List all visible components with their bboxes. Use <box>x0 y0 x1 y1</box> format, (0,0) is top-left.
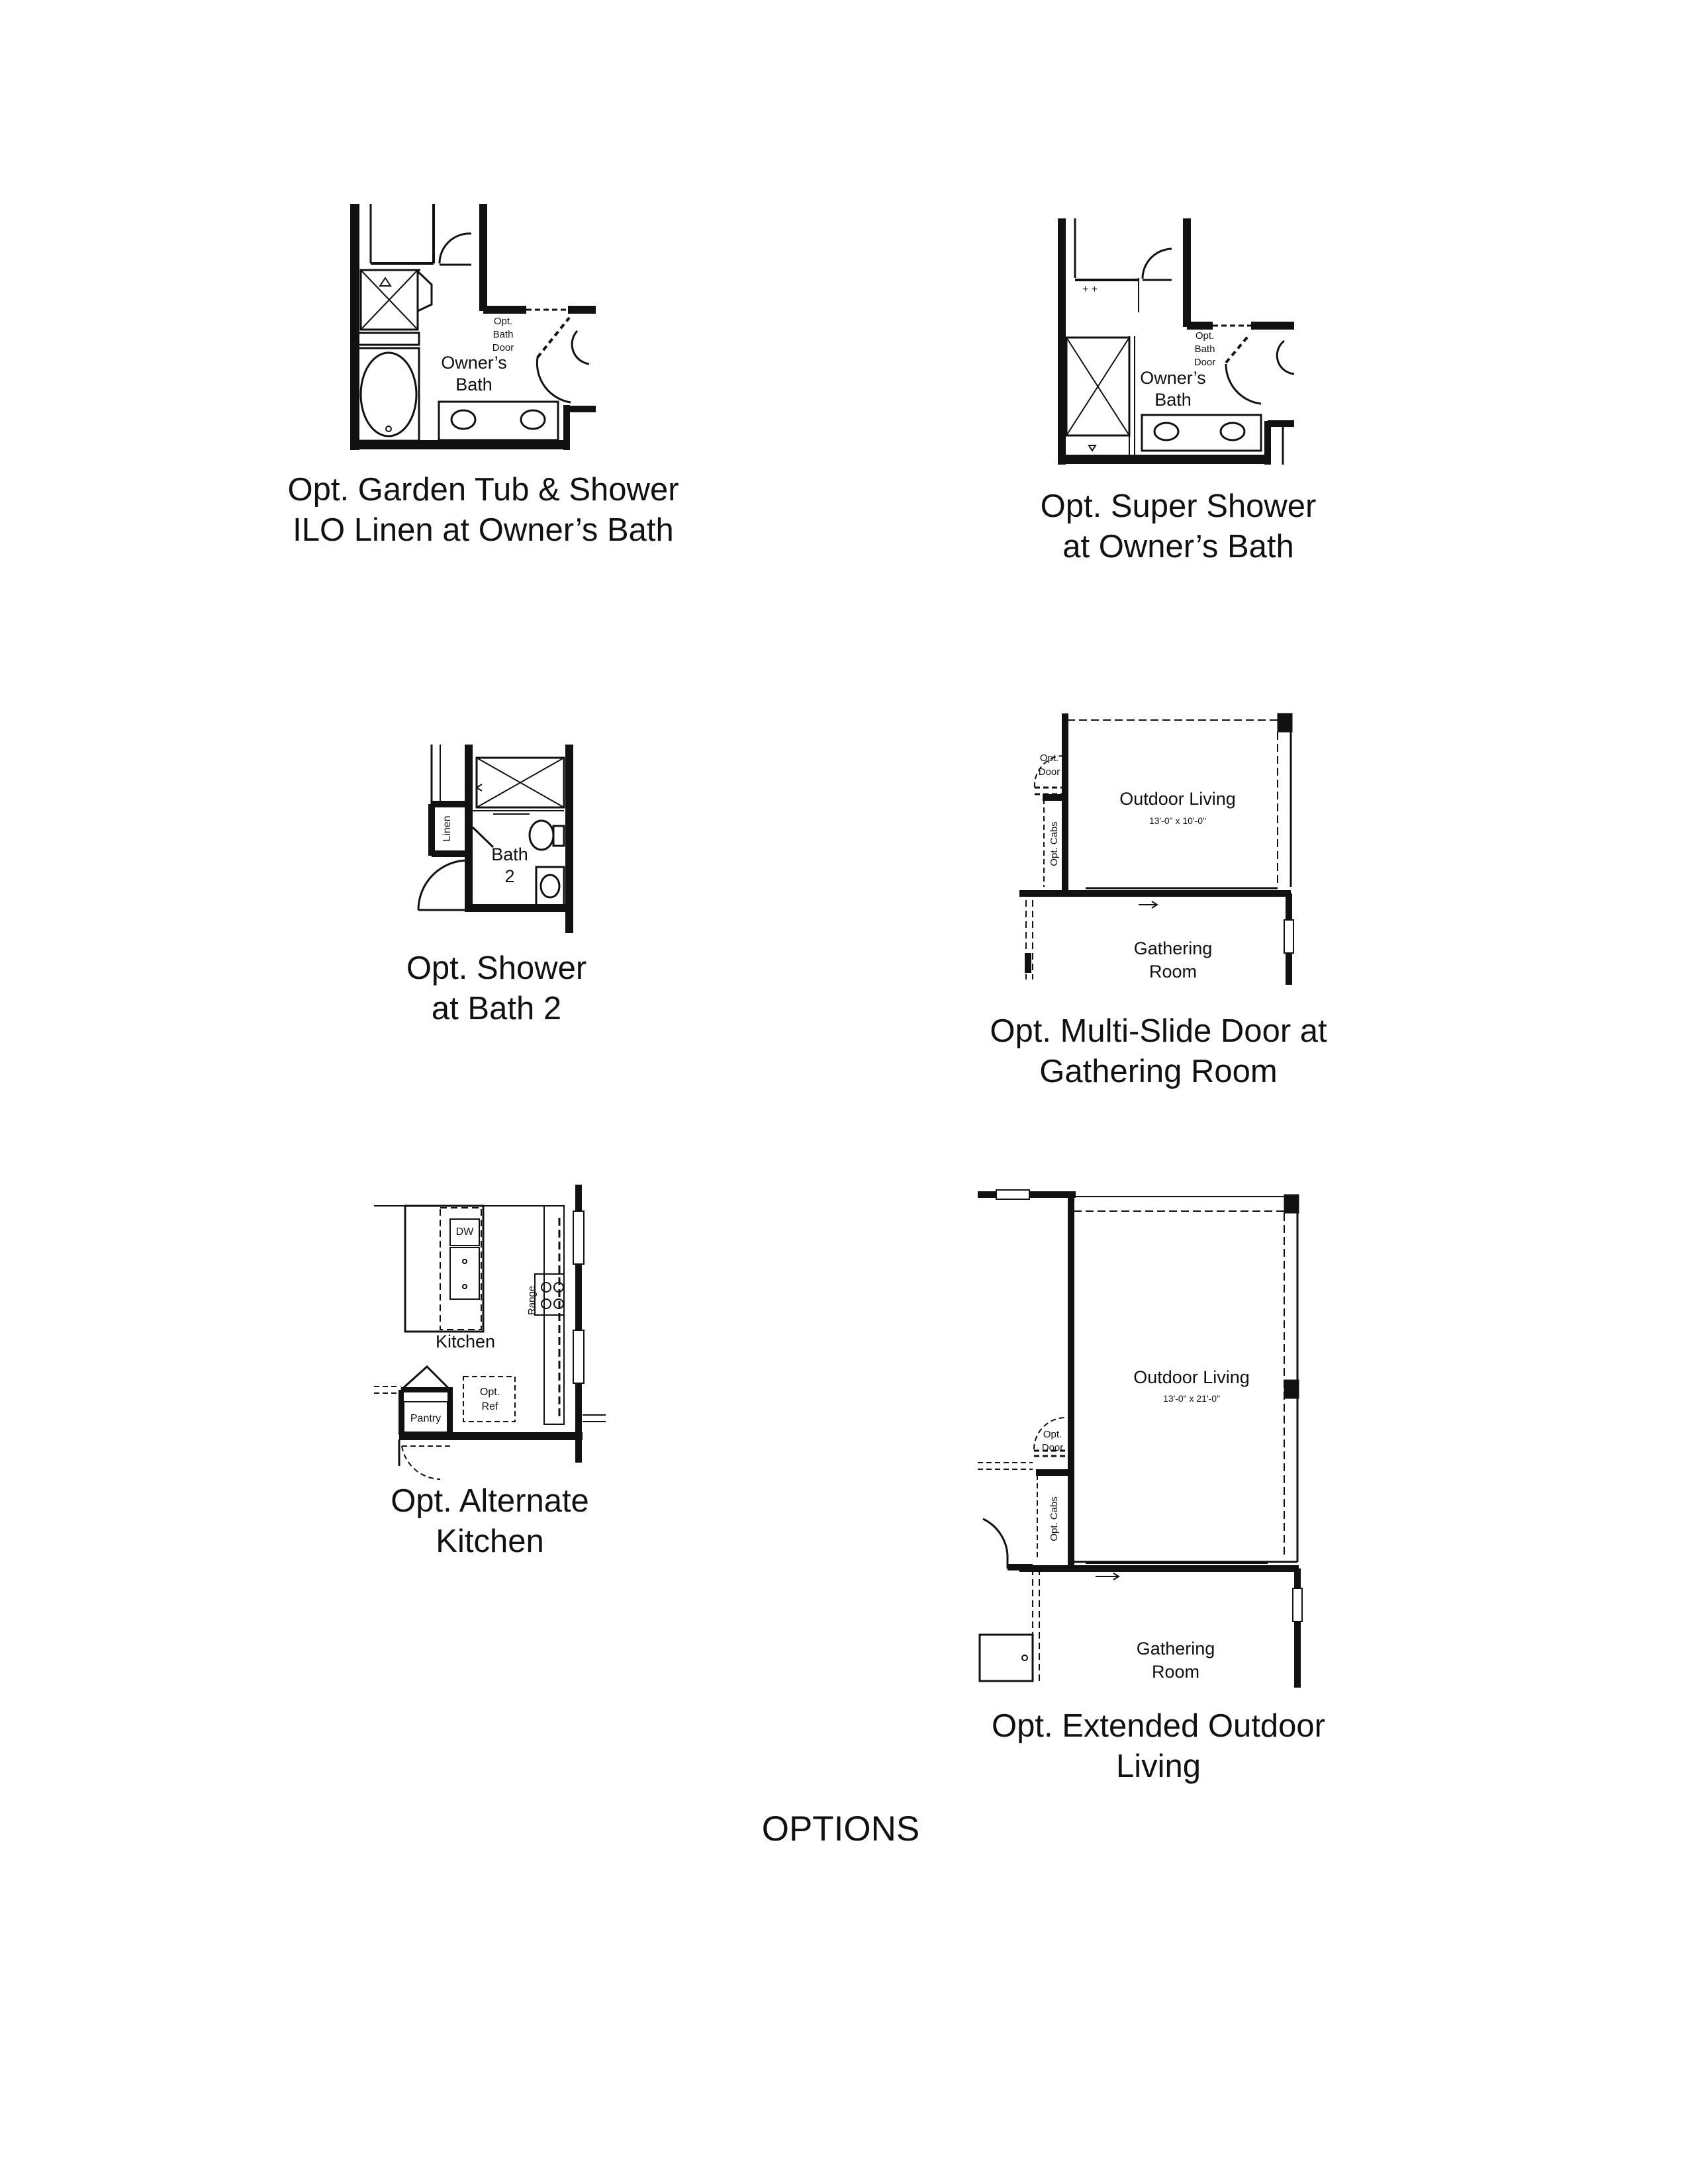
room-label-line: Owner’s <box>441 353 507 373</box>
outdoor-living-label: Outdoor Living <box>1119 789 1236 809</box>
caption-line: ILO Linen at Owner’s Bath <box>293 512 674 548</box>
gathering-label-line: Gathering <box>1134 938 1213 958</box>
room-label-line: Owner’s <box>1140 368 1206 388</box>
ref-label-line: Ref <box>482 1401 498 1412</box>
room-label-line: 2 <box>504 866 514 886</box>
caption-line: Kitchen <box>436 1524 544 1559</box>
caption-line: Opt. Super Shower <box>1040 488 1317 524</box>
caption-line: at Owner’s Bath <box>1062 529 1294 565</box>
option-caption-extended-outdoor: Opt. Extended Outdoor Living <box>914 1706 1403 1787</box>
caption-line: Opt. Shower <box>406 950 587 986</box>
plan-extended-outdoor-living: Outdoor Living 13'-0" x 21'-0" Opt. Door… <box>978 1189 1303 1688</box>
dw-label: DW <box>456 1226 475 1238</box>
outdoor-dims-label: 13'-0" x 21'-0" <box>1163 1393 1220 1404</box>
caption-line: Gathering Room <box>1039 1054 1278 1089</box>
outdoor-living-label: Outdoor Living <box>1133 1367 1250 1387</box>
door-label-line: Bath <box>1195 343 1215 355</box>
door-label-line: Bath <box>493 329 514 340</box>
plan-super-shower: + + Owner’s Bath Opt. Bath Door <box>1058 218 1295 465</box>
room-label-line: Bath <box>1154 390 1192 410</box>
door-label-line: Opt. <box>494 316 512 327</box>
gathering-label-line: Room <box>1152 1662 1199 1682</box>
svg-text:+ +: + + <box>1082 284 1098 295</box>
door-label-line: Door <box>1039 766 1060 778</box>
kitchen-label: Kitchen <box>436 1332 495 1351</box>
option-caption-super-shower: Opt. Super Shower at Owner’s Bath <box>940 486 1417 567</box>
caption-line: Opt. Extended Outdoor <box>992 1708 1325 1744</box>
caption-line: at Bath 2 <box>431 991 562 1026</box>
ref-label-line: Opt. <box>480 1387 500 1398</box>
outdoor-dims-label: 13'-0" x 10'-0" <box>1149 815 1206 826</box>
option-caption-alternate-kitchen: Opt. Alternate Kitchen <box>291 1481 688 1562</box>
cabs-label: Opt. Cabs <box>1049 821 1060 866</box>
cabs-label: Opt. Cabs <box>1049 1496 1060 1541</box>
caption-line: Opt. Alternate <box>391 1483 589 1519</box>
door-label-line: Door <box>1194 357 1216 368</box>
plan-multi-slide-door: Outdoor Living 13'-0" x 10'-0" Opt. Door… <box>1019 713 1294 985</box>
range-label: Range <box>526 1286 538 1315</box>
option-caption-garden-tub: Opt. Garden Tub & Shower ILO Linen at Ow… <box>252 470 715 551</box>
caption-line: Opt. Multi-Slide Door at <box>990 1013 1327 1049</box>
door-label-line: Opt. <box>1196 330 1214 341</box>
gathering-label-line: Gathering <box>1137 1639 1215 1659</box>
room-label-line: Bath <box>455 375 492 394</box>
pantry-label: Pantry <box>410 1413 441 1424</box>
option-caption-multi-slide: Opt. Multi-Slide Door at Gathering Room <box>914 1011 1403 1092</box>
page-title: OPTIONS <box>761 1809 920 1848</box>
door-label-line: Opt. <box>1040 752 1058 764</box>
caption-line: Living <box>1115 1749 1201 1784</box>
linen-label: Linen <box>442 815 453 841</box>
room-label-line: Bath <box>491 844 528 864</box>
plan-garden-tub-shower: Owner’s Bath Opt. Bath Door <box>350 204 596 450</box>
plan-alternate-kitchen: Kitchen DW Range Pantry Opt. Ref <box>374 1185 606 1480</box>
gathering-label-line: Room <box>1149 962 1197 981</box>
door-label-line: Opt. <box>1043 1429 1062 1440</box>
plan-shower-bath-2: Bath 2 Linen <box>417 745 573 933</box>
option-caption-shower-bath-2: Opt. Shower at Bath 2 <box>298 948 695 1029</box>
door-label-line: Door <box>1042 1442 1064 1453</box>
door-label-line: Door <box>492 342 514 353</box>
caption-line: Opt. Garden Tub & Shower <box>287 472 679 508</box>
